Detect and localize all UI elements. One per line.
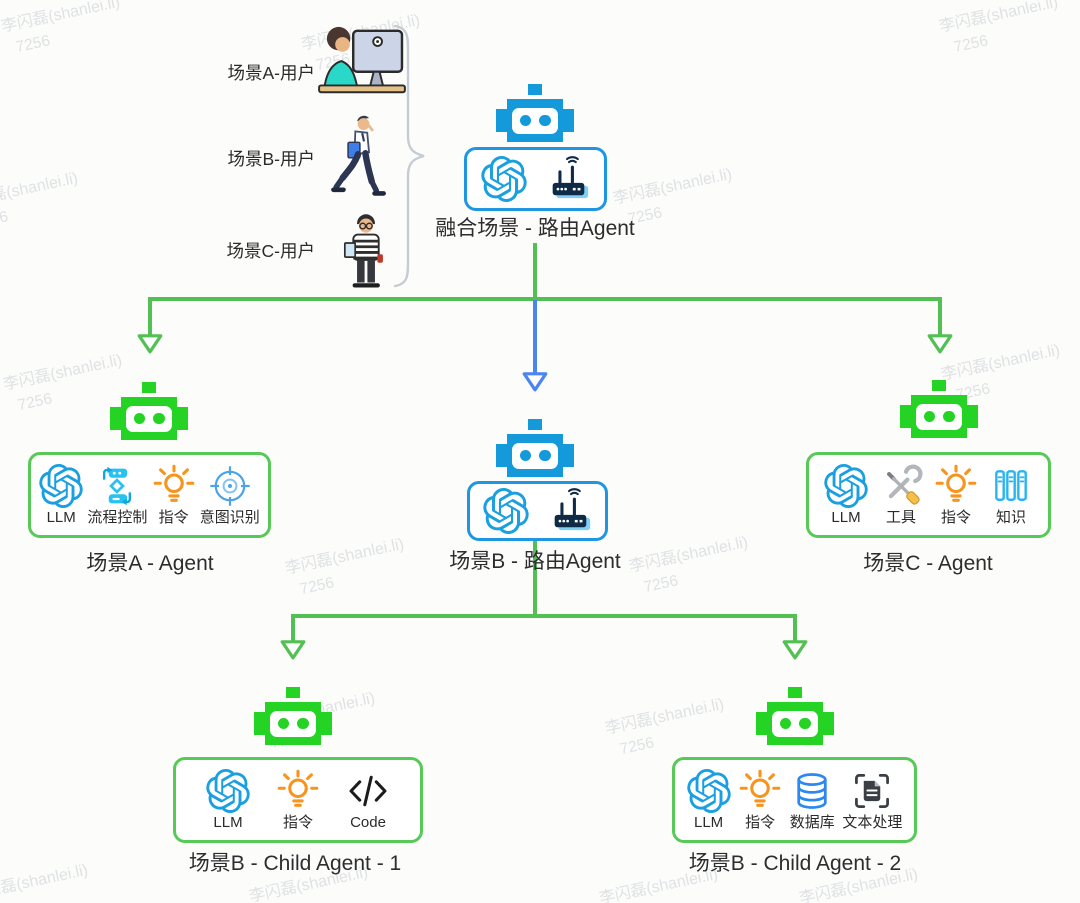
- robot-icon: [756, 687, 834, 745]
- capability-instruction: 指令: [276, 769, 320, 832]
- watermark-text: 李闪磊(shanlei.li)7256: [0, 0, 122, 57]
- user-label-scene-a: 场景A-用户: [227, 63, 316, 83]
- watermark-text: 李闪磊(shanlei.li)7256: [0, 861, 90, 903]
- capability-database: 数据库: [790, 769, 835, 832]
- curly-brace: [393, 24, 425, 288]
- scene-b-router-box: [467, 481, 608, 541]
- arrowhead-down-icon: [280, 640, 306, 660]
- connector-drop-scene-a: [148, 300, 152, 336]
- capability-label: 指令: [282, 813, 313, 831]
- code-icon: [346, 769, 390, 813]
- instruction-bulb-icon: [934, 464, 978, 508]
- robot-icon: [254, 687, 332, 745]
- arrowhead-down-icon: [782, 640, 808, 660]
- capability-llm: LLM: [206, 768, 250, 832]
- watermark-text: 李闪磊(shanlei.li)7256: [0, 169, 80, 233]
- capability-knowledge: 知识: [989, 464, 1033, 527]
- instruction-bulb-icon: [738, 769, 782, 813]
- user-label-scene-c: 场景C-用户: [226, 241, 315, 261]
- connector-top-horizontal: [148, 297, 942, 301]
- capability-label: 知识: [995, 508, 1026, 526]
- openai-logo-icon: [206, 768, 250, 813]
- user-walking-phone-illustration: [327, 114, 391, 198]
- connector-drop-child-2: [793, 617, 797, 642]
- wifi-router-icon: [545, 156, 591, 202]
- openai-logo-icon: [480, 156, 527, 202]
- capability-intent: 意图识别: [200, 464, 260, 527]
- wifi-router-icon: [547, 488, 593, 534]
- connector-drop-scene-c: [938, 300, 942, 336]
- capability-llm: LLM: [39, 463, 83, 527]
- arrowhead-down-icon: [137, 334, 163, 354]
- capability-label: Code: [350, 813, 386, 831]
- tools-icon: [879, 464, 923, 508]
- openai-logo-icon: [824, 463, 868, 508]
- watermark-text: 李闪磊(shanlei.li)7256: [937, 0, 1060, 57]
- capability-label: 流程控制: [87, 508, 148, 526]
- watermark-text: 李闪磊(shanlei.li)7256: [603, 695, 726, 759]
- capability-label: 工具: [885, 508, 916, 526]
- robot-icon: [900, 380, 978, 438]
- user-standing-book-illustration: [336, 211, 396, 291]
- child-1-agent-label: 场景B - Child Agent - 1: [188, 852, 402, 875]
- flow-control-icon: [95, 464, 139, 508]
- capability-instruction: 指令: [152, 464, 196, 527]
- scene-b-router-label: 场景B - 路由Agent: [449, 550, 621, 573]
- instruction-bulb-icon: [276, 769, 320, 813]
- child-1-capability-box: LLM 指令 Code: [173, 757, 423, 843]
- openai-logo-icon: [686, 768, 731, 813]
- instruction-bulb-icon: [152, 464, 196, 508]
- connector-drop-child-1: [291, 617, 295, 642]
- capability-instruction: 指令: [934, 464, 978, 527]
- capability-tools: 工具: [879, 464, 923, 527]
- child-2-agent-label: 场景B - Child Agent - 2: [688, 852, 902, 875]
- arrowhead-down-icon: [927, 334, 953, 354]
- user-at-desktop-illustration: [318, 24, 406, 102]
- root-agent-label: 融合场景 - 路由Agent: [435, 217, 635, 240]
- text-processing-icon: [850, 769, 894, 813]
- connector-scene-b-stem: [533, 541, 537, 616]
- watermark-text: 李闪磊(shanlei.li)7256: [283, 535, 406, 599]
- robot-icon: [496, 419, 574, 477]
- capability-label: LLM: [46, 508, 76, 526]
- arrowhead-down-icon: [522, 372, 548, 392]
- capability-text-processing: 文本处理: [842, 769, 902, 832]
- capability-llm: LLM: [824, 463, 868, 527]
- capability-label: 指令: [940, 508, 971, 526]
- capability-code: Code: [346, 769, 390, 832]
- scene-a-capability-box: LLM 流程控制 指令 意图识别: [28, 452, 271, 538]
- robot-icon: [496, 84, 574, 142]
- capability-label: LLM: [213, 813, 243, 831]
- capability-label: LLM: [831, 508, 861, 526]
- user-label-scene-b: 场景B-用户: [227, 149, 316, 169]
- capability-label: 意图识别: [199, 508, 260, 526]
- scene-a-agent-label: 场景A - Agent: [86, 552, 214, 575]
- capability-llm: LLM: [686, 768, 731, 832]
- robot-icon: [110, 382, 188, 440]
- capability-label: 数据库: [789, 813, 835, 831]
- connector-root-stem: [533, 243, 537, 299]
- openai-logo-icon: [39, 463, 83, 508]
- child-2-capability-box: LLM 指令 数据库 文本处理: [672, 757, 917, 843]
- capability-label: 指令: [158, 508, 189, 526]
- capability-label: 指令: [745, 813, 776, 831]
- capability-label: 文本处理: [842, 813, 903, 831]
- capability-instruction: 指令: [738, 769, 782, 832]
- capability-flow-control: 流程控制: [87, 464, 147, 527]
- knowledge-books-icon: [989, 464, 1033, 508]
- root-agent-box: [464, 147, 607, 211]
- openai-logo-icon: [482, 488, 529, 534]
- scene-c-agent-label: 场景C - Agent: [863, 552, 993, 575]
- scene-c-capability-box: LLM 工具 指令 知识: [806, 452, 1051, 538]
- connector-drop-scene-b: [533, 300, 537, 374]
- database-icon: [790, 769, 834, 813]
- intent-target-icon: [208, 464, 252, 508]
- capability-label: LLM: [694, 813, 724, 831]
- connector-bottom-horizontal: [291, 614, 797, 618]
